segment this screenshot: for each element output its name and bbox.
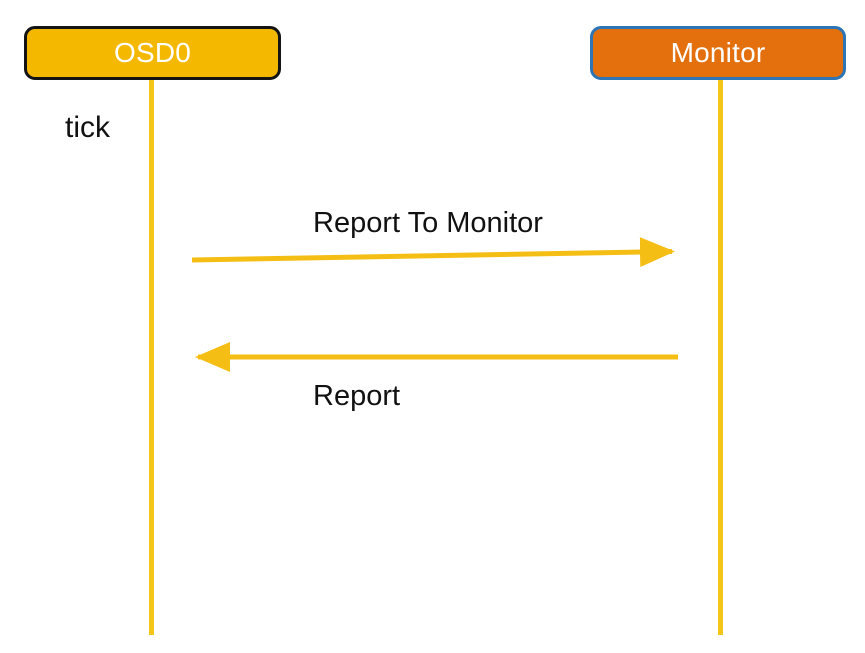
participant-label-osd0: OSD0 bbox=[113, 37, 192, 68]
lifeline-monitor bbox=[718, 76, 723, 635]
annotation-label-tick: tick bbox=[65, 111, 110, 144]
participant-box-monitor[interactable]: Monitor bbox=[590, 26, 846, 80]
message-label-report: Report bbox=[313, 380, 401, 412]
participant-box-osd0[interactable]: OSD0 bbox=[24, 26, 281, 80]
lifeline-osd0 bbox=[149, 76, 154, 635]
participant-label-monitor: Monitor bbox=[670, 37, 766, 68]
message-label-report-to-monitor: Report To Monitor bbox=[313, 207, 543, 239]
message-arrow-report-to-monitor bbox=[191, 237, 675, 268]
